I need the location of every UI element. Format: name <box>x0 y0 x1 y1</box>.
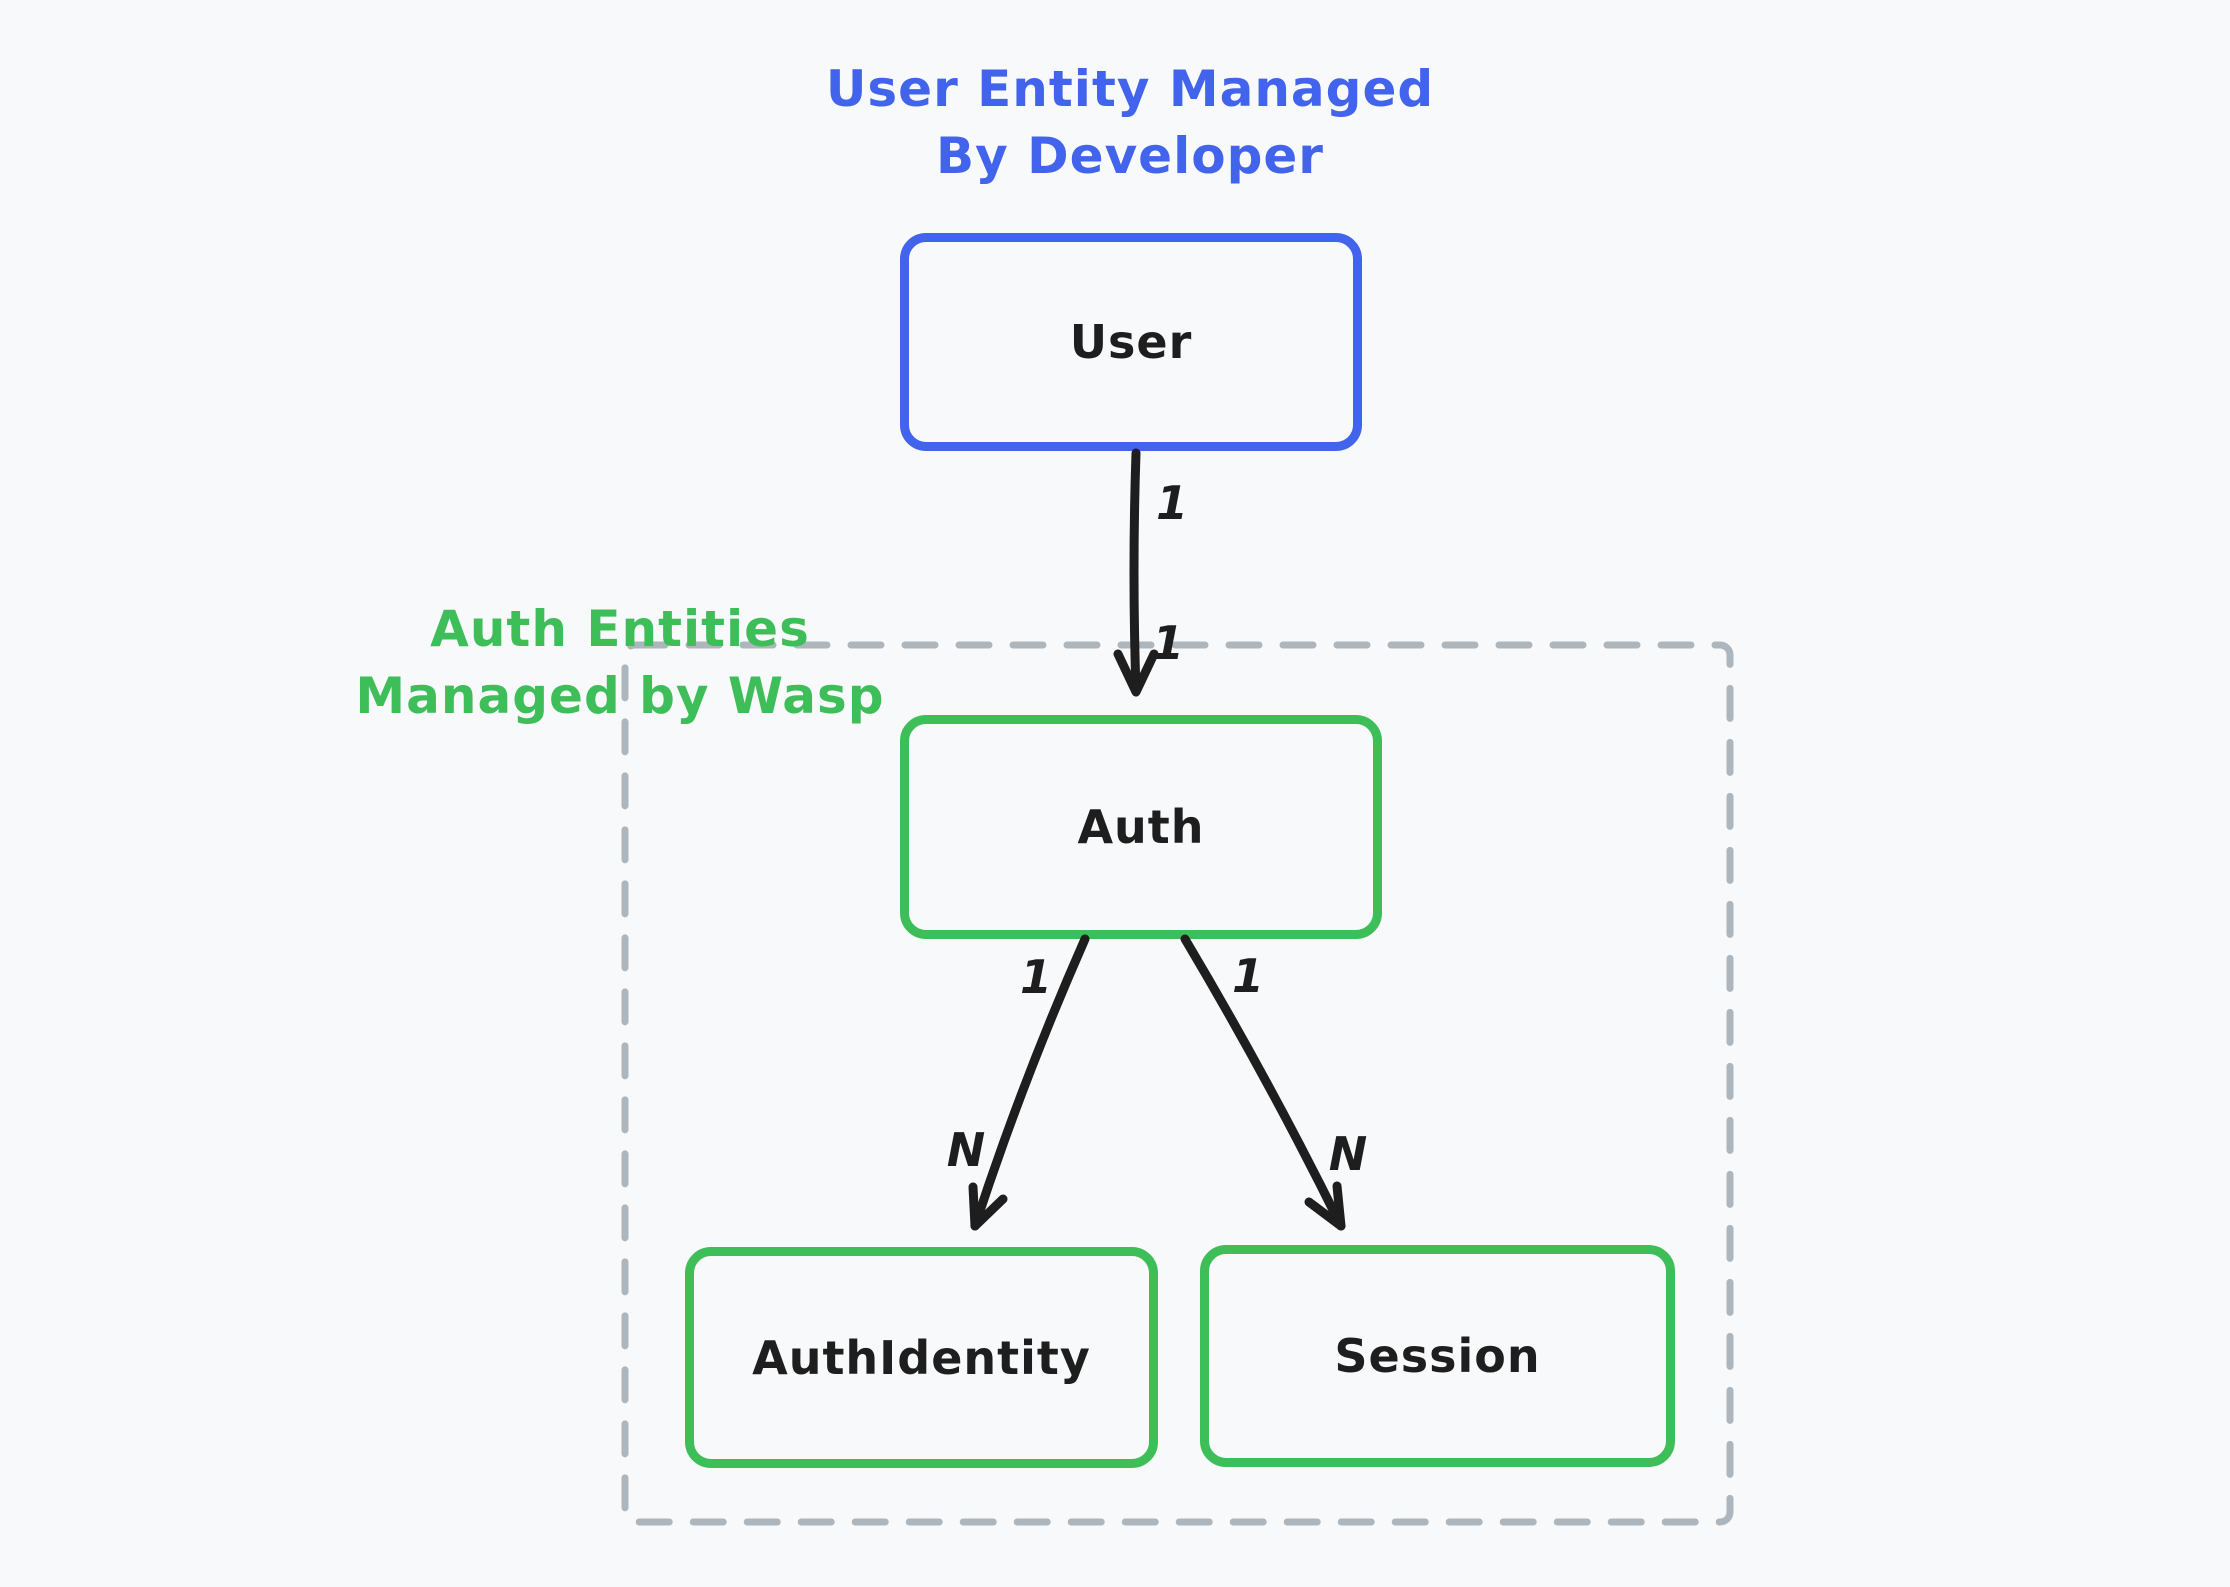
wasp-dashed-boundary <box>621 641 1734 1526</box>
auth-identity-entity-box: AuthIdentity <box>685 1247 1158 1468</box>
auth-to-authidentity-target-cardinality: N <box>946 1123 986 1177</box>
user-to-auth-target-cardinality: 1 <box>1151 616 1185 670</box>
user-entity-label: User <box>1069 315 1193 369</box>
auth-identity-entity-label: AuthIdentity <box>752 1330 1091 1385</box>
session-entity-label: Session <box>1334 1329 1541 1383</box>
wasp-entities-caption: Auth Entities Managed by Wasp <box>330 596 910 730</box>
auth-to-session-arrowhead-icon <box>1304 1181 1346 1231</box>
caption-line-2: Managed by Wasp <box>355 667 885 725</box>
auth-to-authidentity-arrow <box>970 934 1090 1231</box>
caption-line-1: User Entity Managed <box>825 60 1435 118</box>
user-entity-caption: User Entity Managed By Developer <box>700 56 1560 190</box>
caption-line-1: Auth Entities <box>430 600 810 658</box>
user-entity-box: User <box>900 233 1362 451</box>
auth-to-authidentity-source-cardinality: 1 <box>1019 950 1053 1004</box>
auth-to-session-source-cardinality: 1 <box>1231 949 1265 1003</box>
user-to-auth-source-cardinality: 1 <box>1155 476 1189 530</box>
auth-entity-box: Auth <box>900 715 1382 939</box>
caption-line-2: By Developer <box>936 127 1324 185</box>
auth-to-session-target-cardinality: N <box>1328 1127 1368 1181</box>
auth-entity-label: Auth <box>1077 800 1205 854</box>
auth-to-authidentity-arrowhead-icon <box>968 1182 1008 1231</box>
session-entity-box: Session <box>1200 1245 1675 1467</box>
auth-to-session-arrow <box>1180 934 1346 1231</box>
user-to-auth-arrowhead-icon <box>1113 649 1159 697</box>
user-to-auth-arrow <box>1129 448 1141 695</box>
